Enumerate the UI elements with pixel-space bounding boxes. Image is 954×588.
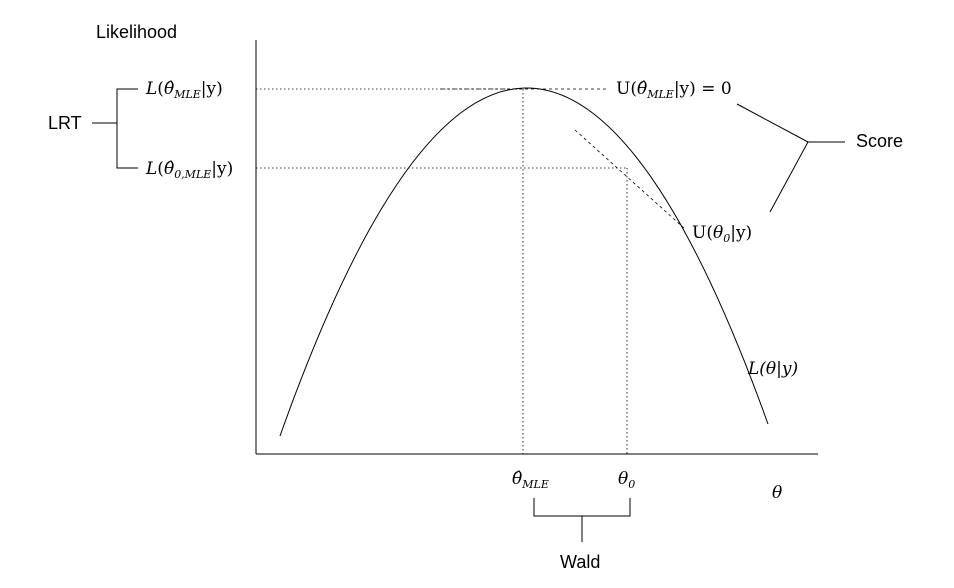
score-at-mle-label: U(θ̂MLE|y) = 0 (616, 79, 732, 101)
score-at-null-given: |y) (730, 223, 752, 243)
tangent-at-null (574, 129, 685, 229)
likelihood-at-null-fn: L (145, 159, 157, 179)
score-at-mle-open: ( (630, 79, 637, 99)
lrt-bracket (92, 88, 138, 169)
tick-mle-sub: MLE (521, 478, 549, 491)
score-label: Score (856, 131, 903, 151)
likelihood-at-mle-label: L(θ̂MLE|y) (145, 79, 223, 101)
score-at-mle-var: θ̂ (637, 79, 647, 99)
wald-label: Wald (560, 552, 600, 572)
score-at-null-sub: 0 (723, 232, 730, 245)
likelihood-at-mle-open: ( (157, 79, 164, 99)
tick-mle-var: θ̂ (512, 469, 522, 489)
likelihood-at-mle-var: θ̂ (164, 79, 174, 99)
likelihood-curve (279, 87, 769, 437)
score-at-null-label: U(θ0|y) (692, 223, 752, 245)
likelihood-at-null-var: θ̂ (164, 159, 174, 179)
score-at-mle-fn: U (616, 79, 630, 99)
likelihood-at-null-label: L(θ̂0,MLE|y) (145, 159, 233, 181)
tick-label-mle: θ̂MLE (512, 469, 549, 491)
score-at-mle-sub: MLE (646, 88, 674, 101)
likelihood-at-mle-given: |y) (201, 79, 223, 99)
score-bracket (736, 103, 845, 213)
score-at-null-var: θ (713, 223, 723, 243)
likelihood-at-null-open: ( (157, 159, 164, 179)
tick-null-sub: 0 (628, 478, 635, 491)
likelihood-at-mle-fn: L (145, 79, 157, 99)
likelihood-at-mle-sub: MLE (173, 88, 201, 101)
score-at-null-fn: U (692, 223, 706, 243)
curve-label: L(θ|y) (747, 359, 798, 379)
x-axis-symbol: θ (772, 483, 782, 503)
tick-label-null: θ0 (618, 469, 635, 491)
lrt-label: LRT (48, 113, 82, 133)
tick-null-var: θ (618, 469, 628, 489)
score-at-mle-given: |y) = 0 (674, 79, 732, 99)
score-at-null-open: ( (706, 223, 713, 243)
wald-bracket (533, 498, 631, 542)
likelihood-at-null-given: |y) (211, 159, 233, 179)
y-axis-title: Likelihood (96, 22, 177, 42)
likelihood-at-null-sub: 0,MLE (174, 168, 211, 181)
